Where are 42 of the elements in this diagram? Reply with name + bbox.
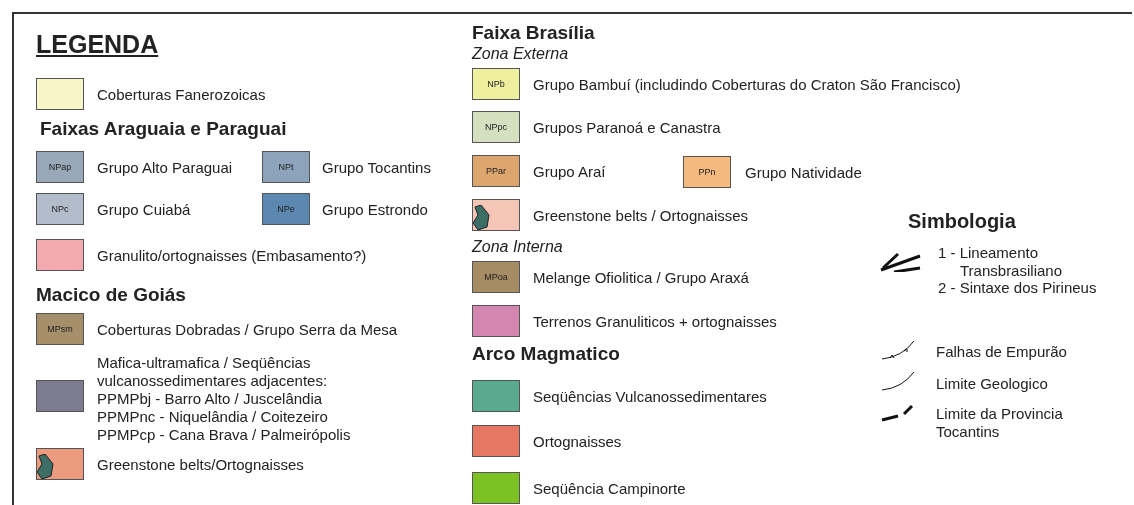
unit-code: NPc	[50, 203, 70, 216]
legend-label: Grupo Natividade	[745, 164, 862, 182]
legend-label: 2 - Sintaxe dos Pirineus	[938, 279, 1097, 297]
section-heading: Faixas Araguaia e Paraguai	[40, 118, 287, 140]
legend-label: Coberturas Dobradas / Grupo Serra da Mesa	[97, 321, 398, 339]
section-heading: Faixa Brasília	[472, 22, 595, 44]
legend-label: Grupo Estrondo	[322, 201, 428, 219]
zone-subheading: Zona Interna	[472, 238, 563, 256]
legend-label: Coberturas Fanerozoicas	[97, 86, 266, 104]
legend-label: Seqüência Campinorte	[533, 480, 686, 498]
section-heading: Simbologia	[908, 210, 1016, 233]
legend-label: Melange Ofiolitica / Grupo Araxá	[533, 269, 749, 287]
legend-label: Falhas de Empurão	[936, 343, 1067, 361]
legend-label: Ortognaisses	[533, 433, 622, 451]
legend-label: Terrenos Granuliticos + ortognaisses	[533, 313, 777, 331]
legend-title: LEGENDA	[36, 30, 159, 59]
unit-code: NPe	[276, 203, 296, 216]
zone-subheading: Zona Externa	[472, 45, 569, 63]
unit-code: NPt	[277, 161, 295, 174]
unit-code: PPn	[697, 166, 717, 179]
legend-label: Greenstone belts/Ortognaisses	[97, 456, 304, 474]
section-heading: Macico de Goiás	[36, 284, 186, 306]
legend-label: Grupos Paranoá e Canastra	[533, 119, 721, 137]
legend-label: Grupo Cuiabá	[97, 201, 191, 219]
legend-label: Limite da Provincia Tocantins	[936, 405, 1064, 441]
legend-label: Mafica-ultramafica / Seqüências vulcanossedimentares adjacentes: PPMPbj - Barro Alto / Juscelândia PPMPnc - Niquelândia / Coitezeiro PPMPcp - Cana Brava / Palmeirópolis	[97, 354, 352, 444]
legend-label: Grupo Araí	[533, 163, 606, 181]
unit-code: PPar	[485, 165, 507, 178]
unit-code: NPb	[486, 78, 506, 91]
legend-label: 1 - Lineamento Transbrasiliano	[938, 244, 1063, 280]
legend-label: Limite Geologico	[936, 375, 1048, 393]
unit-code: MPoa	[483, 271, 509, 284]
unit-code: NPpc	[484, 121, 508, 134]
unit-code: MPsm	[46, 323, 74, 336]
legend-label: Grupo Alto Paraguai	[97, 159, 233, 177]
legend-label: Grupo Bambuí (includindo Coberturas do Craton São Francisco)	[533, 76, 961, 94]
legend-label: Seqüências Vulcanossedimentares	[533, 388, 767, 406]
unit-code: NPap	[47, 161, 73, 174]
legend-label: Grupo Tocantins	[322, 159, 431, 177]
legend-label: Greenstone belts / Ortognaisses	[533, 207, 749, 225]
legend-label: Granulito/ortognaisses (Embasamento?)	[97, 247, 367, 265]
section-heading: Arco Magmatico	[472, 343, 620, 365]
